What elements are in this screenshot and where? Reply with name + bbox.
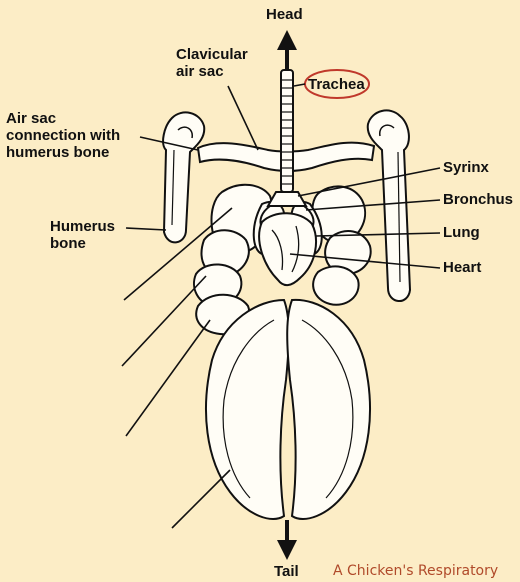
leader-clavicular	[228, 86, 258, 150]
label-lung: Lung	[443, 224, 480, 241]
tail-arrow	[277, 520, 297, 560]
label-heart: Heart	[443, 259, 481, 276]
leader-trachea	[294, 84, 305, 86]
label-air-sac-connection: Air sac connection with humerus bone	[6, 110, 120, 161]
leader-syrinx	[298, 168, 440, 196]
humerus-bone-left	[163, 112, 204, 242]
label-syrinx: Syrinx	[443, 159, 489, 176]
leader-air-sac-2	[122, 276, 206, 366]
leader-air-sac-3	[126, 320, 210, 436]
leader-humerus	[126, 228, 166, 230]
figure-caption: A Chicken's Respiratory	[333, 563, 498, 579]
heart	[259, 213, 316, 285]
leader-air-sac-4	[172, 470, 230, 528]
label-humerus-bone: Humerus bone	[50, 218, 115, 252]
abdominal-air-sac-right	[287, 300, 370, 519]
label-clavicular-air-sac: Clavicular air sac	[176, 46, 248, 80]
label-trachea: Trachea	[308, 76, 365, 93]
head-arrow	[277, 30, 297, 70]
label-bronchus: Bronchus	[443, 191, 513, 208]
label-tail: Tail	[274, 563, 299, 580]
humerus-bone-right	[368, 110, 410, 301]
trachea	[281, 70, 293, 192]
label-head: Head	[266, 6, 303, 23]
